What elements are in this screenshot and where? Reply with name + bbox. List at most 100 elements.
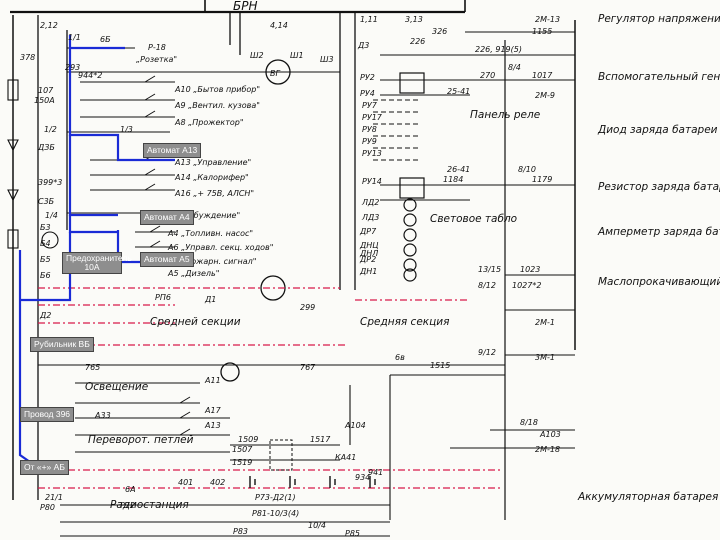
wire-33: 9/12 bbox=[478, 348, 496, 357]
wire-65: 378 bbox=[20, 53, 35, 62]
brk-22: ЛД3 bbox=[361, 213, 379, 222]
wire-42: А11 bbox=[204, 376, 221, 385]
brk-1: „Розетка" bbox=[136, 55, 177, 64]
mid-3: Средней секции bbox=[150, 316, 241, 328]
wire-11: Ш1 bbox=[290, 51, 304, 60]
brk-18: РУ9 bbox=[362, 137, 377, 146]
wire-8: 6Б bbox=[100, 35, 111, 44]
wire-13: Д3 bbox=[357, 41, 369, 50]
wire-41: 767 bbox=[300, 363, 316, 372]
wire-74: Д1 bbox=[204, 295, 216, 304]
label-breaker-a5: Автомат А5 bbox=[140, 252, 194, 267]
wire-62: 10/4 bbox=[308, 521, 326, 530]
brk-6: А14 „Калорифер" bbox=[174, 173, 249, 182]
wire-22: 25-41 bbox=[447, 87, 470, 96]
wire-39: 6в bbox=[395, 353, 405, 362]
brk-3: А9 „Вентил. кузова" bbox=[174, 101, 260, 110]
wire-5: 1/2 bbox=[44, 125, 57, 134]
wire-2: 1,11 bbox=[360, 15, 378, 24]
wire-76: Б3 bbox=[40, 223, 51, 232]
wire-58: Р72 bbox=[120, 501, 135, 510]
wire-71: 944*2 bbox=[78, 71, 102, 80]
wire-16: 326 bbox=[432, 27, 447, 36]
wire-64: Р85 bbox=[345, 529, 360, 538]
wire-51: КА41 bbox=[335, 453, 356, 462]
side-6: Аккумуляторная батарея bbox=[577, 491, 718, 503]
wire-47: 1509 bbox=[238, 435, 258, 444]
mid-6: Переворот. петлей bbox=[88, 434, 194, 446]
wire-26: 8/10 bbox=[518, 165, 536, 174]
brk-14: РУ4 bbox=[360, 89, 375, 98]
wire-69: С3Б bbox=[38, 197, 55, 206]
wire-73: 299 bbox=[300, 303, 315, 312]
wire-44: А17 bbox=[204, 406, 222, 415]
brk-17: РУ8 bbox=[362, 125, 377, 134]
brk-0: Р-18 bbox=[148, 43, 166, 52]
brk-26: ДН1 bbox=[359, 267, 377, 276]
wire-56: 21/1 bbox=[45, 493, 63, 502]
brk-27: РП6 bbox=[155, 293, 171, 302]
side-0: Регулятор напряжения bbox=[598, 13, 720, 25]
brk-24: ДНЦ bbox=[359, 241, 378, 250]
wire-27: 1179 bbox=[532, 175, 552, 184]
brk-4: А8 „Прожектор" bbox=[174, 118, 244, 127]
mid-0: Панель реле bbox=[470, 109, 540, 121]
brk-9: А4 „Топливн. насос" bbox=[167, 229, 253, 238]
brk-28: ДНЛ bbox=[359, 249, 378, 258]
brk-15: РУ7 bbox=[362, 101, 378, 110]
wire-31: 1027*2 bbox=[512, 281, 541, 290]
wire-50: 1519 bbox=[232, 458, 252, 467]
label-from-battery-plus: От «+» АБ bbox=[20, 460, 69, 475]
wire-19: 1017 bbox=[532, 71, 553, 80]
wire-3: 3,13 bbox=[405, 15, 423, 24]
wire-45: А13 bbox=[204, 421, 221, 430]
wire-75: Д2 bbox=[39, 311, 51, 320]
side-3: Резистор заряда батареи bbox=[598, 181, 720, 193]
wire-60: Р73-Д2(1) bbox=[255, 493, 296, 502]
wire-72: 293 bbox=[65, 63, 80, 72]
brk-7: А16 „+ 75В, АЛСН" bbox=[174, 189, 254, 198]
wire-23: 2М-9 bbox=[535, 91, 555, 100]
brk-8: „Возбуждение" bbox=[175, 211, 240, 220]
wire-9: Ш3 bbox=[320, 55, 334, 64]
wire-20: 8/4 bbox=[508, 63, 521, 72]
wire-57: 6А bbox=[125, 485, 136, 494]
wire-0: 2,12 bbox=[40, 21, 58, 30]
wire-53: 941 bbox=[368, 468, 383, 477]
bus-label: БРН bbox=[233, 0, 258, 13]
wire-78: Б5 bbox=[40, 255, 51, 264]
wire-48: 1517 bbox=[310, 435, 331, 444]
wire-18: 270 bbox=[480, 71, 495, 80]
wire-4: 1/1 bbox=[68, 33, 81, 42]
wire-52: 934 bbox=[355, 473, 370, 482]
wire-25: 26-41 bbox=[447, 165, 470, 174]
brk-21: ЛД2 bbox=[361, 198, 379, 207]
mid-5: Радиостанция bbox=[110, 499, 189, 511]
brk-25: ДР2 bbox=[359, 255, 376, 264]
wire-79: Б6 bbox=[40, 271, 51, 280]
label-breaker-a4: Автомат А4 bbox=[140, 210, 194, 225]
side-5: Маслопрокачивающий насос bbox=[598, 276, 720, 288]
brk-23: ДР7 bbox=[359, 227, 377, 236]
wire-55: 401 bbox=[178, 478, 193, 487]
brk-16: РУ17 bbox=[362, 113, 383, 122]
wire-12: ВГ bbox=[270, 69, 280, 78]
wire-35: 1515 bbox=[430, 361, 450, 370]
wire-7: 1/4 bbox=[45, 211, 58, 220]
wire-15: 226, 919(5) bbox=[475, 45, 522, 54]
wire-34: 3М-1 bbox=[535, 353, 555, 362]
wire-28: 1023 bbox=[520, 265, 540, 274]
wire-61: Р81-10/3(4) bbox=[252, 509, 299, 518]
wire-36: 8/18 bbox=[520, 418, 538, 427]
wire-68: ДЗБ bbox=[37, 143, 55, 152]
wire-70: 399*3 bbox=[38, 178, 62, 187]
wire-6: 1/3 bbox=[120, 125, 133, 134]
brk-11: А7 „Пожарн. сигнал" bbox=[167, 257, 256, 266]
wire-14: 226 bbox=[410, 37, 425, 46]
wire-67: 150А bbox=[34, 96, 55, 105]
wire-38: 2М-18 bbox=[535, 445, 560, 454]
wire-21: 2М-13 bbox=[535, 15, 560, 24]
mid-1: Световое табло bbox=[430, 213, 517, 225]
